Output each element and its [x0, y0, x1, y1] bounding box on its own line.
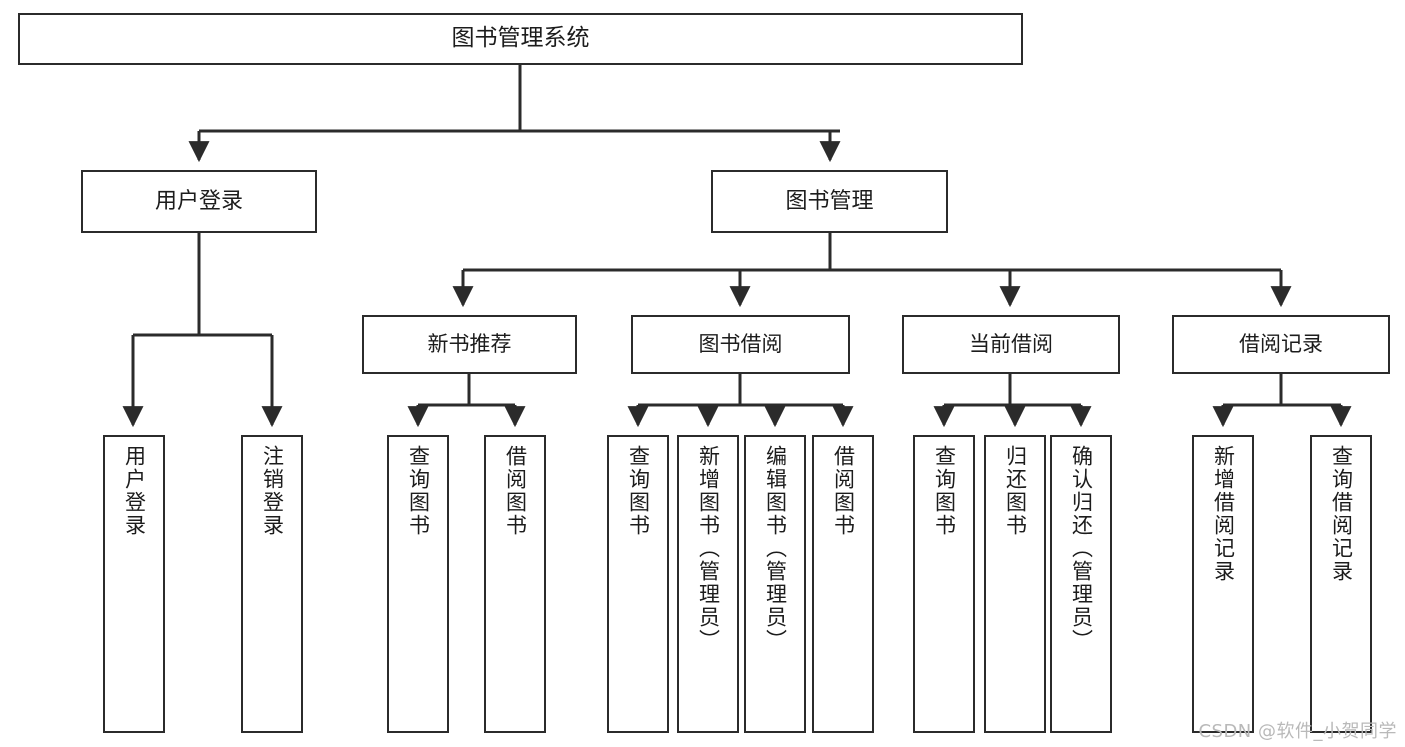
node-leaf-edit-book[interactable]: 编辑图书（管理员）	[744, 435, 806, 733]
node-leaf-borrow-book-2[interactable]: 借阅图书	[812, 435, 874, 733]
node-leaf-edit-book-label: 编辑图书（管理员）	[763, 445, 788, 652]
node-leaf-add-book[interactable]: 新增图书（管理员）	[677, 435, 739, 733]
node-leaf-user-login[interactable]: 用户登录	[103, 435, 165, 733]
node-root[interactable]: 图书管理系统	[18, 13, 1023, 65]
node-leaf-query-book-2[interactable]: 查询图书	[607, 435, 669, 733]
node-borrow-record-label: 借阅记录	[1239, 332, 1323, 357]
node-leaf-user-login-label: 用户登录	[122, 445, 147, 537]
node-user-login[interactable]: 用户登录	[81, 170, 317, 233]
node-book-borrow-label: 图书借阅	[698, 332, 783, 357]
node-leaf-borrow-book-1-label: 借阅图书	[503, 445, 528, 537]
node-leaf-logout[interactable]: 注销登录	[241, 435, 303, 733]
node-book-manage[interactable]: 图书管理	[711, 170, 948, 233]
node-leaf-add-record-label: 新增借阅记录	[1211, 445, 1236, 583]
node-leaf-query-record-label: 查询借阅记录	[1329, 445, 1354, 583]
watermark-text: CSDN @软件_小贺同学	[1198, 721, 1397, 742]
node-leaf-query-book-1[interactable]: 查询图书	[387, 435, 449, 733]
node-current-borrow-label: 当前借阅	[969, 332, 1053, 357]
node-new-book-rec[interactable]: 新书推荐	[362, 315, 577, 374]
node-leaf-borrow-book-2-label: 借阅图书	[831, 445, 856, 537]
node-book-manage-label: 图书管理	[785, 188, 874, 214]
node-leaf-confirm-return-label: 确认归还（管理员）	[1069, 445, 1094, 652]
node-borrow-record[interactable]: 借阅记录	[1172, 315, 1390, 374]
node-leaf-logout-label: 注销登录	[260, 445, 285, 537]
node-book-borrow[interactable]: 图书借阅	[631, 315, 850, 374]
node-leaf-return-book-label: 归还图书	[1003, 445, 1028, 537]
node-user-login-label: 用户登录	[154, 188, 243, 214]
node-leaf-query-record[interactable]: 查询借阅记录	[1310, 435, 1372, 733]
node-leaf-add-record[interactable]: 新增借阅记录	[1192, 435, 1254, 733]
node-leaf-borrow-book-1[interactable]: 借阅图书	[484, 435, 546, 733]
node-leaf-query-book-2-label: 查询图书	[626, 445, 651, 537]
node-current-borrow[interactable]: 当前借阅	[902, 315, 1120, 374]
node-leaf-query-book-3-label: 查询图书	[932, 445, 957, 537]
node-leaf-return-book[interactable]: 归还图书	[984, 435, 1046, 733]
node-leaf-query-book-1-label: 查询图书	[406, 445, 431, 537]
node-leaf-confirm-return[interactable]: 确认归还（管理员）	[1050, 435, 1112, 733]
node-leaf-query-book-3[interactable]: 查询图书	[913, 435, 975, 733]
node-new-book-rec-label: 新书推荐	[427, 332, 512, 357]
node-root-label: 图书管理系统	[451, 25, 590, 52]
node-leaf-add-book-label: 新增图书（管理员）	[696, 445, 721, 652]
